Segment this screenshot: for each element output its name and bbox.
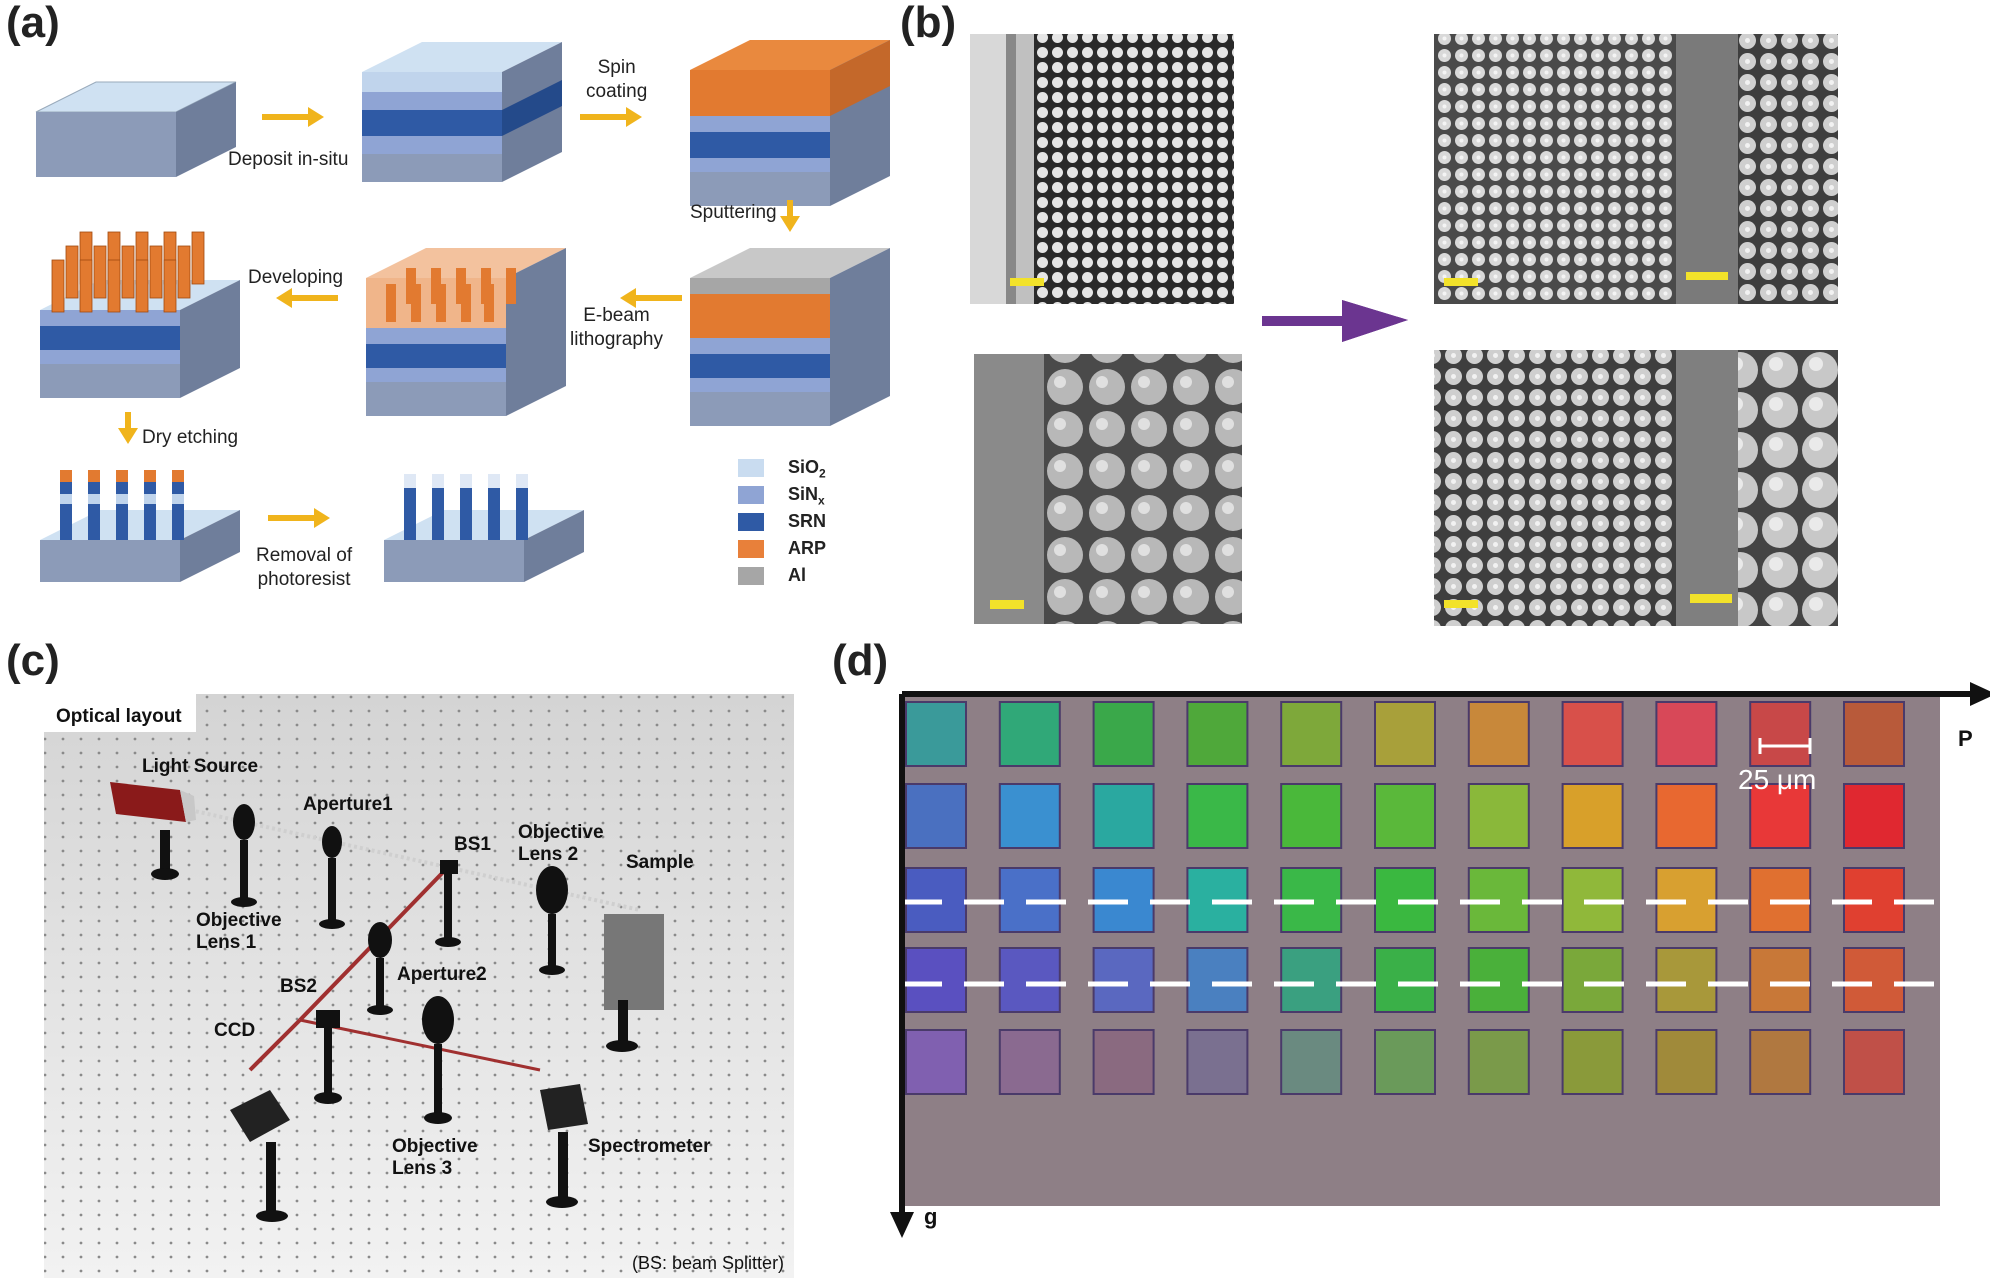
color-tile — [1280, 1029, 1343, 1095]
color-tile — [1280, 783, 1343, 849]
color-tile — [1749, 947, 1812, 1013]
color-tile — [1655, 701, 1718, 767]
color-tile — [1749, 783, 1812, 849]
color-tile — [1374, 783, 1436, 849]
color-tile — [1280, 701, 1343, 767]
legend-sinx: SiNx — [788, 484, 825, 508]
y-axis-label: g — [924, 1204, 938, 1229]
color-tile — [1374, 701, 1436, 767]
color-tile — [1467, 947, 1530, 1013]
color-tile — [1561, 1029, 1624, 1095]
etched-block — [40, 470, 240, 582]
sem-bottom-right — [1434, 350, 1838, 626]
multilayer-block — [362, 42, 562, 182]
color-tile — [1749, 701, 1812, 767]
optical-setup-diagram — [44, 694, 794, 1278]
color-tile — [1092, 783, 1155, 849]
ccd-label: CCD — [214, 1020, 256, 1041]
color-tile — [1843, 1029, 1905, 1095]
color-tile — [1655, 947, 1718, 1013]
step-developing-label: Developing — [248, 267, 344, 288]
legend-sio2: SiO2 — [788, 457, 826, 481]
bs2-label: BS2 — [280, 976, 317, 997]
purple-arrow — [1262, 300, 1408, 342]
legend-srn: SRN — [788, 511, 827, 531]
color-tile — [905, 701, 967, 767]
spectrometer-label: Spectrometer — [588, 1136, 711, 1157]
color-filter-array — [890, 682, 1990, 1238]
color-tile — [998, 783, 1061, 849]
color-tile — [1561, 701, 1624, 767]
color-tile — [1186, 1029, 1249, 1095]
color-tile — [905, 1029, 967, 1095]
panel-label-b: (b) — [900, 0, 957, 47]
arp-coated-block — [690, 40, 890, 206]
step-dry-etching-label: Dry etching — [142, 427, 239, 448]
light-source-device — [110, 782, 196, 880]
color-tile — [998, 701, 1061, 767]
color-tile — [1561, 783, 1624, 849]
sem-top-left — [970, 34, 1234, 304]
color-tile — [1092, 1029, 1155, 1095]
panel-label-d: (d) — [832, 636, 889, 685]
color-tile — [998, 947, 1061, 1013]
light-source-label: Light Source — [142, 756, 259, 777]
color-tile — [1843, 701, 1905, 767]
color-tile — [1374, 1029, 1436, 1095]
scale-bar-label: 25 μm — [1738, 764, 1817, 795]
ebeam-block — [366, 248, 566, 416]
color-tile — [1843, 783, 1905, 849]
color-tile — [1280, 947, 1343, 1013]
step-sputtering-label: Sputtering — [690, 202, 777, 223]
color-tile — [1467, 701, 1530, 767]
color-tile — [1092, 947, 1155, 1013]
color-tile — [1655, 1029, 1718, 1095]
developed-block — [40, 231, 240, 398]
color-tile — [1186, 701, 1249, 767]
legend-swatches — [738, 459, 764, 585]
step-deposit-label: Deposit in-situ — [228, 149, 349, 170]
color-tile — [998, 1029, 1061, 1095]
final-block — [384, 474, 584, 582]
sem-bottom-left — [974, 354, 1242, 624]
aperture1-label: Aperture1 — [303, 794, 393, 815]
panel-label-a: (a) — [6, 0, 60, 47]
color-tile — [1186, 783, 1249, 849]
color-tile — [1092, 701, 1155, 767]
legend-al: Al — [788, 565, 806, 585]
color-tile — [1561, 947, 1624, 1013]
color-tile — [1749, 1029, 1812, 1095]
panel-label-c: (c) — [6, 636, 60, 685]
substrate-block — [35, 81, 237, 177]
color-tile — [1467, 1029, 1530, 1095]
bs1-label: BS1 — [454, 834, 491, 855]
fabrication-process-diagram — [35, 40, 890, 585]
color-tile — [905, 947, 967, 1013]
x-axis-label: P — [1958, 726, 1973, 751]
legend-arp: ARP — [788, 538, 827, 558]
sem-images — [970, 34, 1838, 626]
color-tile — [1843, 947, 1905, 1013]
color-tile — [905, 783, 967, 849]
color-tile — [1374, 947, 1436, 1013]
optical-layout-title: Optical layout — [56, 706, 182, 727]
aperture2-label: Aperture2 — [397, 964, 487, 985]
color-tile — [1467, 783, 1530, 849]
color-tile — [1186, 947, 1249, 1013]
sample-label: Sample — [626, 852, 694, 873]
sem-top-right — [1434, 34, 1838, 304]
sputtered-block — [690, 248, 890, 426]
beam-splitter-note: (BS: beam Splitter) — [632, 1253, 785, 1273]
color-tile — [1655, 783, 1718, 849]
